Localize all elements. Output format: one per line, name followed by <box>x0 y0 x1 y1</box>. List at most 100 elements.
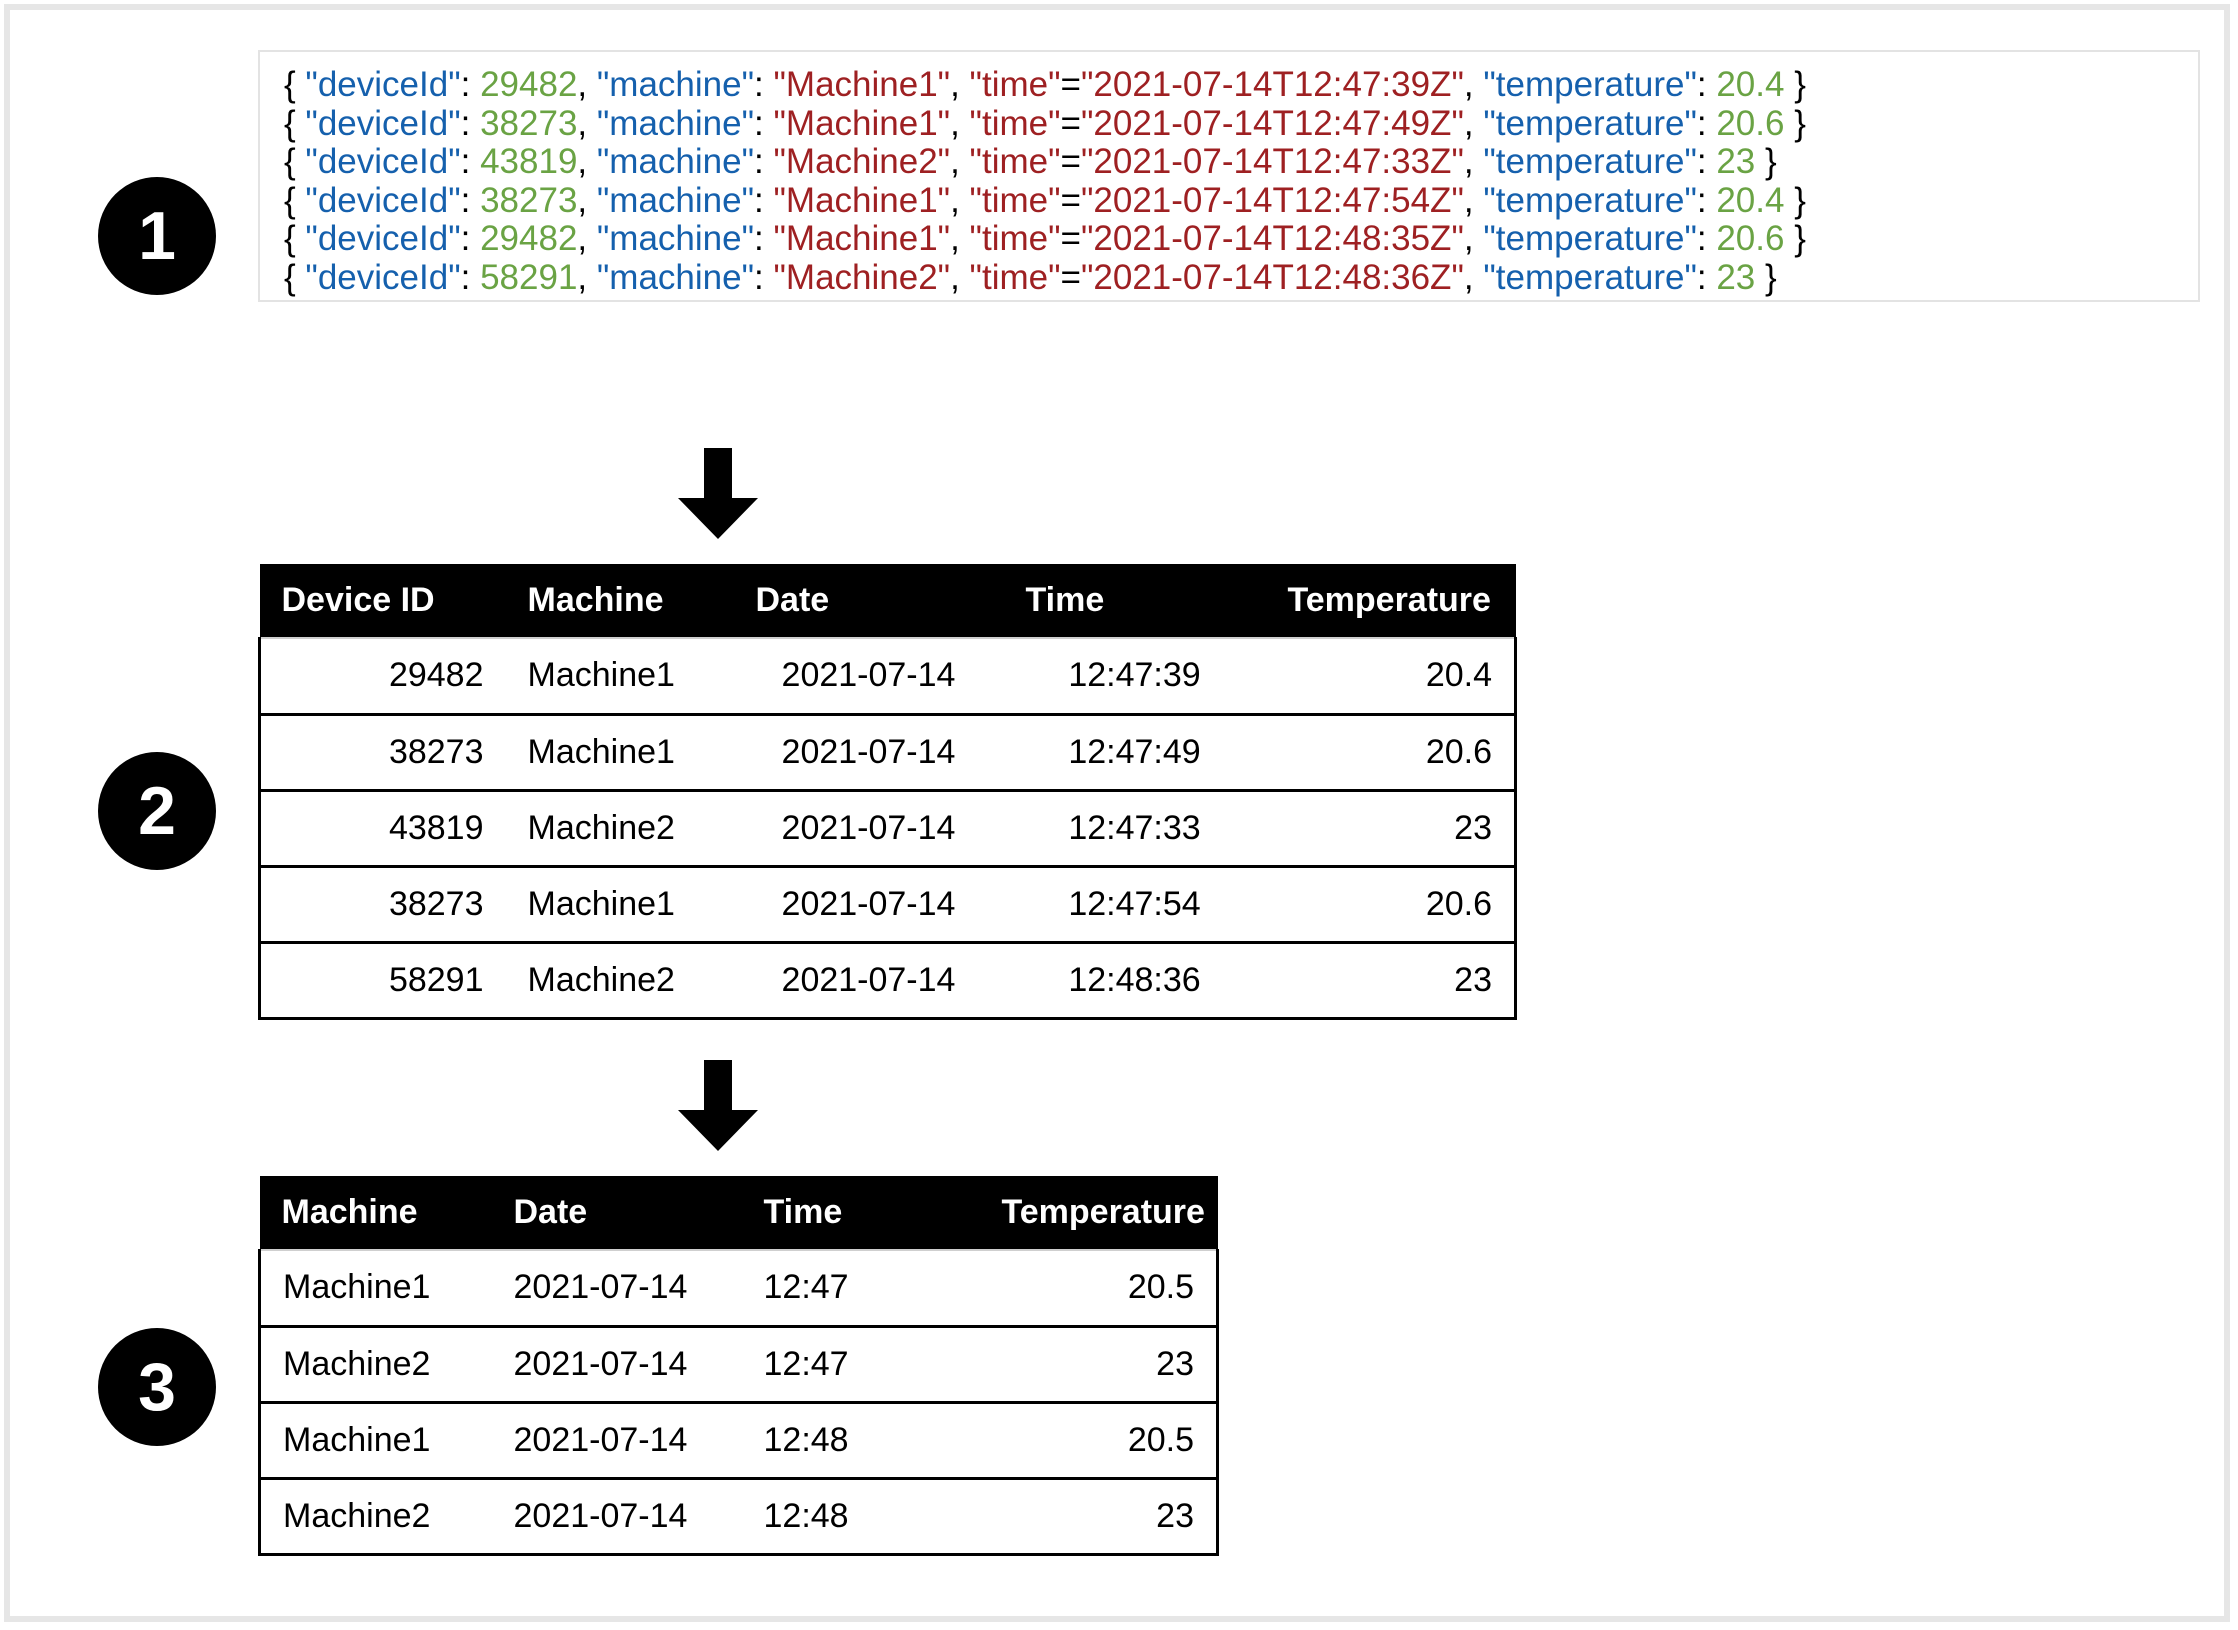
json-colon: : <box>460 65 481 104</box>
json-value-temperature: 20.6 <box>1716 103 1785 143</box>
json-colon: : <box>1696 142 1717 181</box>
arrow-raw-to-aggregated-table <box>678 1060 758 1151</box>
json-value-temperature: 20.4 <box>1716 65 1785 104</box>
table-cell: Machine2 <box>258 1476 492 1556</box>
table-cell: 20.5 <box>979 1400 1219 1478</box>
json-close-brace: } <box>1755 257 1777 297</box>
table-cell: Machine1 <box>505 864 734 942</box>
json-value-time: "2021-07-14T12:47:49Z" <box>1080 103 1464 143</box>
column-header-temperature: Temperature <box>1265 564 1516 638</box>
json-comma: , <box>950 65 970 104</box>
table-cell: 2021-07-14 <box>733 864 1004 942</box>
table-cell: 38273 <box>258 712 506 790</box>
json-colon: : <box>460 257 481 297</box>
table-cell: 29482 <box>258 637 506 714</box>
table-cell: 12:47:49 <box>1003 712 1266 790</box>
raw-json-events-panel: { "deviceId": 29482, "machine": "Machine… <box>258 50 2200 302</box>
table-cell: Machine1 <box>258 1400 492 1478</box>
json-key-machine: "machine" <box>596 219 755 258</box>
json-key-machine: "machine" <box>596 103 755 143</box>
json-close-brace: } <box>1784 219 1806 258</box>
json-value-deviceid: 38273 <box>480 103 578 143</box>
json-colon: : <box>1696 103 1717 143</box>
json-key-deviceid: "deviceId" <box>305 219 461 258</box>
json-key-temperature: "temperature" <box>1483 219 1697 258</box>
json-value-time: "2021-07-14T12:47:54Z" <box>1080 180 1464 220</box>
diagram-canvas: 1 2 3 { "deviceId": 29482, "machine": "M… <box>4 4 2230 1622</box>
json-open-brace: { <box>284 142 306 181</box>
json-open-brace: { <box>284 65 306 104</box>
parsed-readings-table: Device ID Machine Date Time Temperature … <box>258 564 1517 1020</box>
table-cell: Machine1 <box>258 1249 492 1326</box>
json-value-temperature: 23 <box>1716 257 1756 297</box>
table-cell: 20.5 <box>979 1249 1219 1326</box>
table-cell: 2021-07-14 <box>491 1324 742 1402</box>
json-value-deviceid: 58291 <box>480 257 578 297</box>
json-close-brace: } <box>1755 142 1777 181</box>
json-key-time: "time" <box>969 257 1061 297</box>
json-comma: , <box>1463 180 1484 220</box>
column-header-machine: Machine <box>505 564 734 638</box>
table-cell: Machine2 <box>258 1324 492 1402</box>
step-badge-3: 3 <box>98 1328 216 1446</box>
json-key-machine: "machine" <box>596 257 755 297</box>
json-key-deviceid: "deviceId" <box>305 257 461 297</box>
table-cell: 23 <box>1265 940 1517 1020</box>
table-cell: 2021-07-14 <box>491 1476 742 1556</box>
json-close-brace: } <box>1784 103 1806 143</box>
table-header-row: Device ID Machine Date Time Temperature <box>259 564 1516 638</box>
json-key-deviceid: "deviceId" <box>305 103 461 143</box>
json-colon: : <box>460 103 481 143</box>
table-cell: Machine1 <box>505 712 734 790</box>
json-value-deviceid: 29482 <box>480 65 578 104</box>
json-comma: , <box>577 103 597 143</box>
json-key-temperature: "temperature" <box>1483 103 1697 143</box>
table-cell: 12:47:33 <box>1003 788 1266 866</box>
json-comma: , <box>577 257 597 297</box>
table-cell: 20.6 <box>1265 864 1517 942</box>
json-value-machine: "Machine1" <box>773 180 951 220</box>
table-header-row: Machine Date Time Temperature <box>259 1176 1218 1250</box>
json-key-deviceid: "deviceId" <box>305 65 461 104</box>
json-record-line: { "deviceId": 58291, "machine": "Machine… <box>284 257 2178 298</box>
table-cell: 20.4 <box>1265 637 1517 714</box>
table-cell: 58291 <box>258 940 506 1020</box>
json-value-machine: "Machine1" <box>773 65 951 104</box>
table-cell: 2021-07-14 <box>733 637 1004 714</box>
json-value-time: "2021-07-14T12:47:33Z" <box>1080 142 1464 181</box>
json-record-line: { "deviceId": 38273, "machine": "Machine… <box>284 180 2178 221</box>
json-comma: , <box>1463 142 1484 181</box>
json-value-machine: "Machine2" <box>773 142 951 181</box>
json-comma: , <box>950 142 970 181</box>
json-colon: : <box>754 142 774 181</box>
json-key-temperature: "temperature" <box>1483 65 1697 104</box>
json-comma: , <box>950 180 970 220</box>
json-colon: : <box>1696 65 1717 104</box>
table-cell: Machine2 <box>505 788 734 866</box>
json-colon: : <box>754 257 774 297</box>
json-open-brace: { <box>284 219 306 258</box>
json-comma: , <box>950 257 970 297</box>
json-comma: , <box>577 219 597 258</box>
table-cell: 20.6 <box>1265 712 1517 790</box>
json-equals: = <box>1060 257 1081 297</box>
json-record-line: { "deviceId": 43819, "machine": "Machine… <box>284 142 2178 182</box>
table-cell: Machine1 <box>505 637 734 714</box>
table-cell: 12:48:36 <box>1003 940 1266 1020</box>
table-cell: 2021-07-14 <box>733 712 1004 790</box>
table-cell: 38273 <box>258 864 506 942</box>
json-key-deviceid: "deviceId" <box>305 180 461 220</box>
json-equals: = <box>1060 103 1081 143</box>
json-value-deviceid: 43819 <box>480 142 578 181</box>
json-equals: = <box>1060 219 1081 258</box>
table-cell: 2021-07-14 <box>733 940 1004 1020</box>
step-badge-1: 1 <box>98 177 216 295</box>
json-comma: , <box>1463 257 1484 297</box>
